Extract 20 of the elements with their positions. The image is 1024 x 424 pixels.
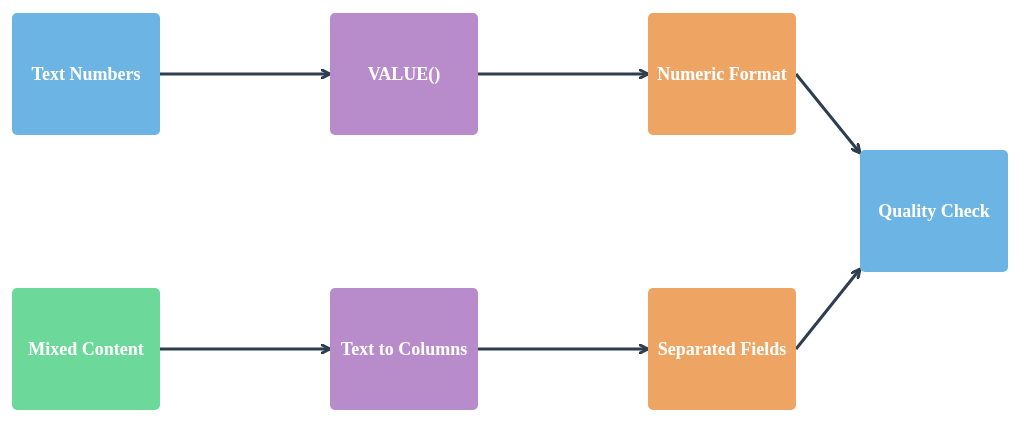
arrow (794, 267, 862, 350)
arrow (478, 343, 650, 355)
process-box (12, 13, 160, 135)
process-box (330, 13, 478, 135)
arrow (160, 68, 332, 80)
box-label: Separated Fields (657, 338, 787, 360)
arrow (478, 68, 650, 80)
box-label: Numeric Format (657, 63, 787, 85)
arrow (794, 73, 862, 155)
box-label: VALUE() (367, 63, 441, 85)
box-label: Text to Columns (340, 338, 468, 360)
box-label: Quality Check (878, 200, 990, 222)
process-box (330, 288, 478, 410)
process-box (648, 13, 796, 135)
box-label: Text Numbers (31, 63, 141, 85)
arrow (160, 343, 332, 355)
box-label: Mixed Content (28, 338, 144, 360)
process-box (860, 150, 1008, 272)
process-box (648, 288, 796, 410)
process-box (12, 288, 160, 410)
